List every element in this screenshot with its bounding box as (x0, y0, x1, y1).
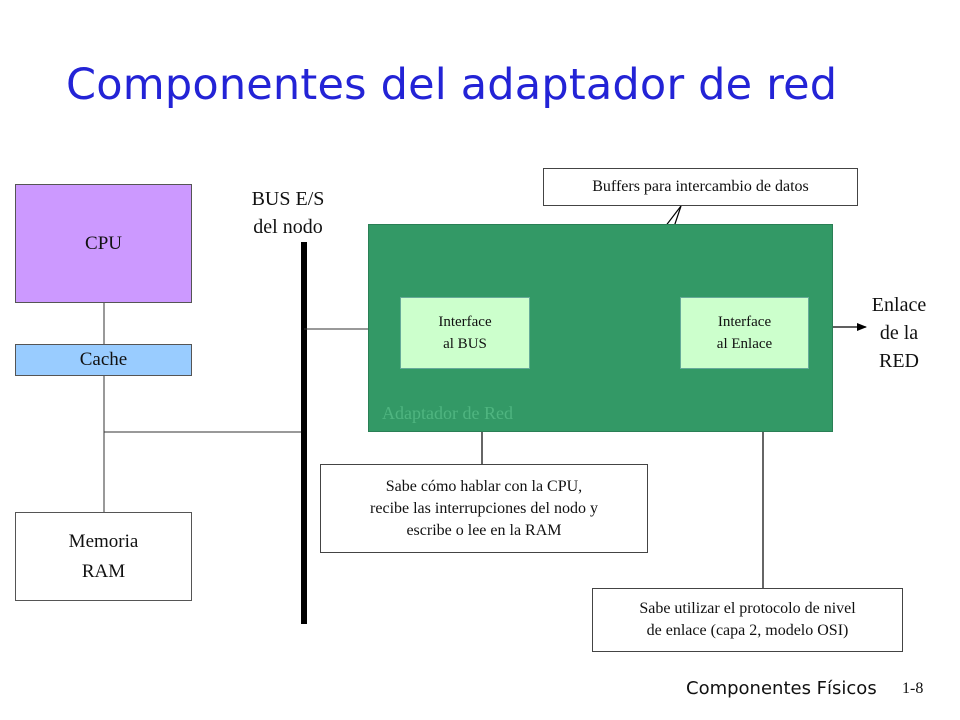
cpu-label: CPU (85, 232, 122, 254)
network-link-line1: Enlace (871, 294, 927, 316)
bus-interface-line2: al BUS (443, 336, 487, 352)
page-title: Componentes del adaptador de red (66, 60, 838, 110)
memory-box: Memoria RAM (15, 512, 192, 601)
cache-box: Cache (15, 344, 192, 376)
cpu-note-line2: recibe las interrupciones del nodo y (370, 499, 598, 517)
link-note-line1: Sabe utilizar el protocolo de nivel (639, 600, 856, 617)
footer-text: Componentes Físicos (686, 678, 877, 699)
bus-label-line1: BUS E/S (251, 188, 325, 210)
memory-label-line1: Memoria (68, 530, 139, 552)
cpu-communication-note: Sabe cómo hablar con la CPU, recibe las … (320, 464, 648, 553)
link-interface-line1: Interface (717, 314, 772, 330)
link-protocol-note: Sabe utilizar el protocolo de nivel de e… (592, 588, 903, 652)
bus-label-line2: del nodo (253, 216, 323, 238)
link-interface-box: Interface al Enlace (680, 297, 809, 369)
bus-interface-box: Interface al BUS (400, 297, 530, 369)
link-note-line2: de enlace (capa 2, modelo OSI) (646, 622, 849, 639)
buffers-note-text: Buffers para intercambio de datos (592, 178, 809, 195)
page-number: 1-8 (902, 680, 924, 697)
memory-label-line2: RAM (81, 560, 126, 582)
cpu-note-line1: Sabe cómo hablar con la CPU, (385, 477, 583, 495)
cpu-note-line3: escribe o lee en la RAM (406, 521, 562, 539)
network-link-line3: RED (879, 350, 919, 372)
cache-label: Cache (79, 349, 128, 370)
network-link-line2: de la (879, 322, 919, 344)
cpu-box: CPU (15, 184, 192, 303)
bus-interface-line1: Interface (438, 314, 492, 330)
network-adapter-label: Adaptador de Red (382, 403, 513, 423)
bus-label: BUS E/S del nodo (232, 185, 344, 241)
buffers-note: Buffers para intercambio de datos (543, 168, 858, 206)
link-interface-line2: al Enlace (716, 336, 773, 352)
network-link-label: Enlace de la RED (862, 291, 936, 375)
